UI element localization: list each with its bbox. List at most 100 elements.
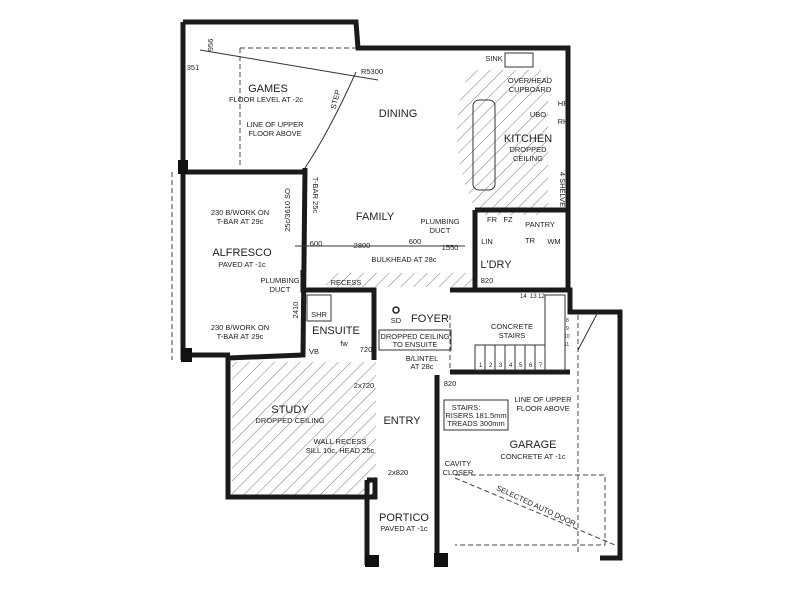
- alfresco-note: PAVED AT -1c: [218, 260, 266, 269]
- stairs: 1 2 3 4 5 6 7 8 9 10 11 12 13 14: [474, 294, 570, 371]
- dimension: 820: [481, 276, 494, 285]
- games-note: FLOOR LEVEL AT -2c: [229, 95, 303, 104]
- room-pantry: PANTRY: [525, 220, 555, 229]
- study-note: DROPPED CEILING: [255, 416, 324, 425]
- stair-number: 14: [520, 294, 527, 300]
- dimension: 2410: [291, 302, 300, 319]
- garage-upper-note: FLOOR ABOVE: [516, 404, 569, 413]
- stair-number: 6: [529, 363, 533, 369]
- dashed-lines: [171, 47, 616, 555]
- dimension: 600: [310, 239, 323, 248]
- dropped-ceiling-note: TO ENSUITE: [393, 340, 438, 349]
- oven-label: UBO: [530, 110, 546, 119]
- walls: [178, 19, 623, 567]
- dimension: 956: [206, 39, 215, 52]
- cupboard-note: OVER/HEAD: [508, 76, 553, 85]
- room-foyer: FOYER: [411, 313, 449, 325]
- stair-number: 12: [538, 294, 545, 300]
- plumbing-note: PLUMBING: [420, 217, 459, 226]
- room-family: FAMILY: [356, 211, 395, 223]
- stair-number: 9: [566, 326, 569, 332]
- step-note: STEP: [329, 89, 343, 110]
- recess-label: RECESS: [331, 278, 362, 287]
- stairs-spec: TREADS 300mm: [447, 419, 505, 428]
- smoke-detector-icon: [392, 306, 400, 314]
- stair-number: 4: [509, 363, 513, 369]
- smoke-detector-label: SD: [391, 316, 402, 325]
- stair-number: 13: [530, 294, 537, 300]
- games-upper-note: FLOOR ABOVE: [248, 129, 301, 138]
- wall-recess-note: WALL RECESS: [314, 437, 367, 446]
- shower-icon: [306, 294, 332, 322]
- vanity-label: VB: [309, 347, 319, 356]
- dimension: 2x820: [388, 468, 408, 477]
- room-games: GAMES: [248, 83, 288, 95]
- room-alfresco: ALFRESCO: [212, 247, 272, 259]
- shower-label: SHR: [311, 310, 327, 319]
- portico-note: PAVED AT -1c: [380, 524, 428, 533]
- brickwork-note: T-BAR AT 29c: [217, 217, 264, 226]
- shelves-note: 4 SHELVES: [558, 172, 567, 212]
- cavity-note: CAVITY: [445, 459, 472, 468]
- brickwork-note: 230 B/WORK ON: [211, 208, 269, 217]
- stairs-note: STAIRS: [499, 331, 526, 340]
- freezer-label: FZ: [503, 215, 513, 224]
- stairs-spec: RISERS 181.5mm: [445, 411, 506, 420]
- room-study: STUDY: [271, 404, 309, 416]
- stair-number: 2: [489, 363, 493, 369]
- tbar-note: 25c/3610 SO: [283, 188, 292, 232]
- cupboard-note: CUPBOARD: [509, 85, 552, 94]
- dropped-ceiling-note: DROPPED CEILING: [380, 332, 449, 341]
- stairs-spec-box: [443, 399, 509, 431]
- room-garage: GARAGE: [509, 439, 556, 451]
- tbar-note: T-BAR 25c: [311, 177, 320, 214]
- stair-number: 10: [564, 334, 570, 340]
- room-laundry: L'DRY: [480, 259, 512, 271]
- stair-number: 3: [499, 363, 503, 369]
- lintel-note: AT 28c: [410, 362, 433, 371]
- brickwork-note: 230 B/WORK ON: [211, 323, 269, 332]
- stair-number: 5: [519, 363, 523, 369]
- garage-note: CONCRETE AT -1c: [500, 452, 565, 461]
- games-upper-note: LINE OF UPPER: [246, 120, 304, 129]
- floor-waste-label: fw: [340, 339, 348, 348]
- dimension: 351: [187, 63, 200, 72]
- dimension: 2800: [354, 241, 371, 250]
- stair-number: 1: [479, 363, 483, 369]
- kitchen-note: CEILING: [513, 154, 543, 163]
- stair-number: 7: [539, 363, 543, 369]
- room-entry: ENTRY: [383, 415, 421, 427]
- room-portico: PORTICO: [379, 512, 429, 524]
- auto-door-note: SELECTED AUTO DOOR: [495, 483, 578, 528]
- dimension: 1550: [442, 243, 459, 252]
- linen-label: LIN: [481, 237, 493, 246]
- room-dining: DINING: [379, 108, 418, 120]
- lintel-note: B/LINTEL: [406, 354, 439, 363]
- stair-number: 11: [564, 342, 569, 348]
- radius-note: R5300: [361, 67, 383, 76]
- washing-machine-label: WM: [547, 237, 560, 246]
- plumbing-note: DUCT: [270, 285, 291, 294]
- dimension: 2x720: [354, 381, 374, 390]
- sink-label: SINK: [485, 54, 503, 63]
- rh-label: RH: [558, 117, 569, 126]
- study-hatch: [232, 362, 376, 495]
- brickwork-note: T-BAR AT 29c: [217, 332, 264, 341]
- stairs-spec: STAIRS:: [452, 403, 481, 412]
- dimension: 820: [444, 379, 457, 388]
- bulkhead-note: BULKHEAD AT 28c: [371, 255, 436, 264]
- dimension: 720: [360, 345, 373, 354]
- bulkhead-hatch: [326, 273, 476, 287]
- room-ensuite: ENSUITE: [312, 325, 360, 337]
- hp-label: HP: [558, 99, 568, 108]
- stairs-note: CONCRETE: [491, 322, 533, 331]
- plumbing-note: DUCT: [430, 226, 451, 235]
- trough-label: TR: [525, 236, 536, 245]
- fridge-label: FR: [487, 215, 498, 224]
- plumbing-note: PLUMBING: [260, 276, 299, 285]
- kitchen-dropped-ceiling: [456, 70, 548, 215]
- stair-number: 8: [566, 318, 569, 324]
- room-kitchen: KITCHEN: [504, 133, 552, 145]
- garage-upper-note: LINE OF UPPER: [514, 395, 572, 404]
